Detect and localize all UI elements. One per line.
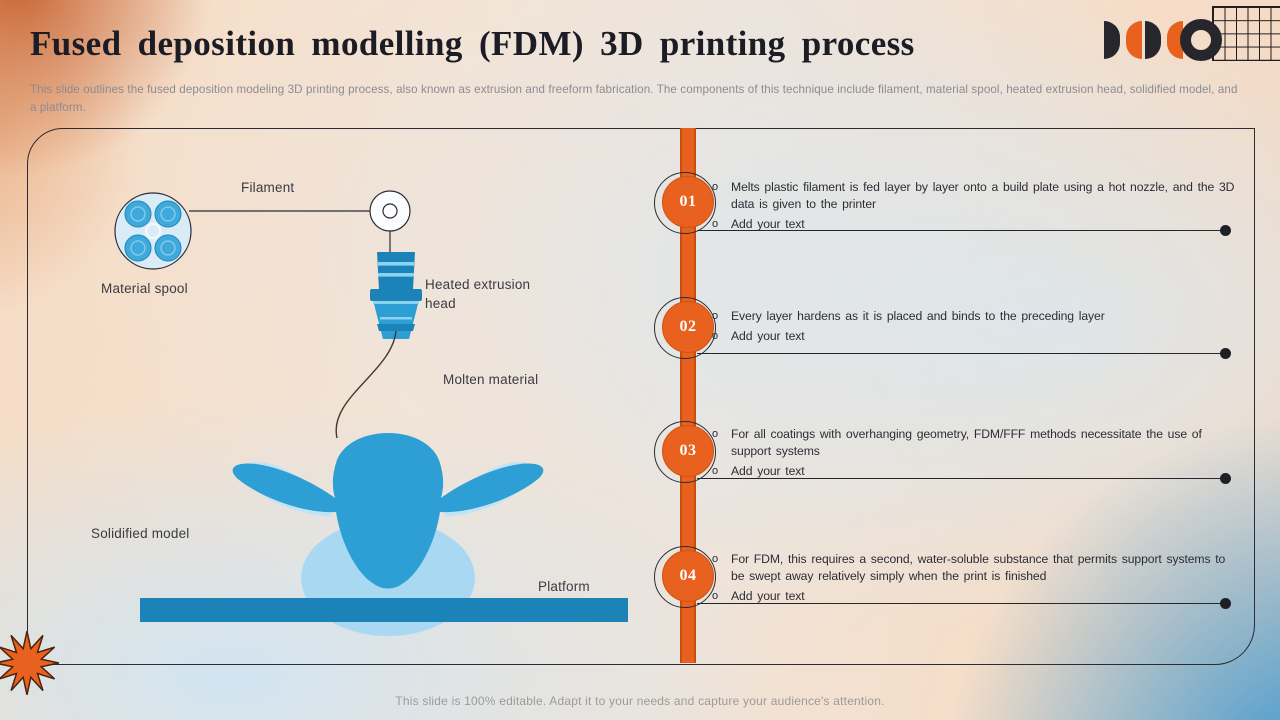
logo-ring-icon bbox=[1180, 19, 1222, 61]
bullet-item: o For FDM, this requires a second, water… bbox=[712, 551, 1238, 586]
bullet-icon: o bbox=[712, 589, 719, 602]
logo-halfdisc-icon bbox=[1104, 21, 1120, 59]
logo-halfdisc-icon bbox=[1145, 21, 1161, 59]
bullet-item: o Every layer hardens as it is placed an… bbox=[712, 308, 1238, 326]
molten-stream-line bbox=[335, 330, 397, 439]
label-material-spool: Material spool bbox=[101, 281, 188, 296]
starburst-icon bbox=[0, 630, 60, 696]
step-badge-ring bbox=[654, 546, 716, 608]
filament-line bbox=[189, 210, 391, 253]
step-end-dot bbox=[1220, 598, 1231, 609]
bullet-item: o Add your text bbox=[712, 216, 1238, 234]
step-number-badge: 04 bbox=[662, 550, 714, 602]
timeline-bar bbox=[680, 128, 696, 663]
step-number-badge: 02 bbox=[662, 301, 714, 353]
logo-grid-pattern bbox=[1212, 6, 1280, 61]
content-panel-border bbox=[27, 128, 1255, 665]
step-end-dot bbox=[1220, 473, 1231, 484]
page-title: Fused deposition modelling (FDM) 3D prin… bbox=[30, 24, 915, 63]
bullet-icon: o bbox=[712, 553, 719, 565]
bullet-icon: o bbox=[712, 310, 719, 322]
logo-halfdisc-icon bbox=[1126, 21, 1142, 59]
extrusion-head-graphic bbox=[370, 252, 422, 339]
step-badge-ring bbox=[654, 421, 716, 483]
pulley-graphic bbox=[369, 190, 411, 232]
material-spool-graphic bbox=[114, 192, 192, 270]
bullet-text: For FDM, this requires a second, water-s… bbox=[731, 552, 1226, 584]
bullet-text: Add your text bbox=[731, 328, 805, 343]
bullet-item: o Add your text bbox=[712, 463, 1238, 481]
step-connector-line bbox=[697, 473, 1231, 484]
label-filament: Filament bbox=[241, 180, 295, 195]
step-connector-line bbox=[697, 598, 1231, 609]
label-heated-extrusion-head: Heated extrusion head bbox=[425, 277, 531, 311]
platform-graphic bbox=[140, 598, 628, 622]
step-end-dot bbox=[1220, 348, 1231, 359]
timeline-step: o For FDM, this requires a second, water… bbox=[712, 551, 1238, 607]
label-molten-material: Molten material bbox=[443, 372, 539, 387]
timeline-step: o Every layer hardens as it is placed an… bbox=[712, 308, 1238, 347]
step-badge-ring bbox=[654, 297, 716, 359]
bullet-text: Add your text bbox=[731, 588, 805, 603]
bullet-item: o Melts plastic filament is fed layer by… bbox=[712, 179, 1238, 214]
bullet-icon: o bbox=[712, 464, 719, 477]
bullet-icon: o bbox=[712, 329, 719, 342]
bullet-text: Melts plastic filament is fed layer by l… bbox=[731, 180, 1235, 212]
bullet-text: For all coatings with overhanging geomet… bbox=[731, 427, 1202, 459]
bullet-item: o Add your text bbox=[712, 328, 1238, 346]
bullet-icon: o bbox=[712, 181, 719, 193]
logo-halfdisc-icon bbox=[1167, 21, 1183, 59]
slide-description: This slide outlines the fused deposition… bbox=[30, 83, 1238, 114]
bullet-text: Add your text bbox=[731, 463, 805, 478]
label-solidified-model: Solidified model bbox=[91, 526, 190, 541]
timeline-step: o Melts plastic filament is fed layer by… bbox=[712, 179, 1238, 235]
bullet-icon: o bbox=[712, 428, 719, 440]
bullet-text: Every layer hardens as it is placed and … bbox=[731, 309, 1105, 323]
step-connector-line bbox=[697, 348, 1231, 359]
bullet-item: o For all coatings with overhanging geom… bbox=[712, 426, 1238, 461]
label-platform: Platform bbox=[538, 579, 590, 594]
footer-note: This slide is 100% editable. Adapt it to… bbox=[395, 694, 885, 708]
step-number-badge: 01 bbox=[662, 176, 714, 228]
timeline-step: o For all coatings with overhanging geom… bbox=[712, 426, 1238, 482]
fdm-diagram bbox=[114, 190, 628, 636]
step-end-dot bbox=[1220, 225, 1231, 236]
bullet-item: o Add your text bbox=[712, 588, 1238, 606]
bullet-text: Add your text bbox=[731, 216, 805, 231]
bullet-icon: o bbox=[712, 217, 719, 230]
step-badge-ring bbox=[654, 172, 716, 234]
step-number-badge: 03 bbox=[662, 425, 714, 477]
step-connector-line bbox=[697, 225, 1231, 236]
